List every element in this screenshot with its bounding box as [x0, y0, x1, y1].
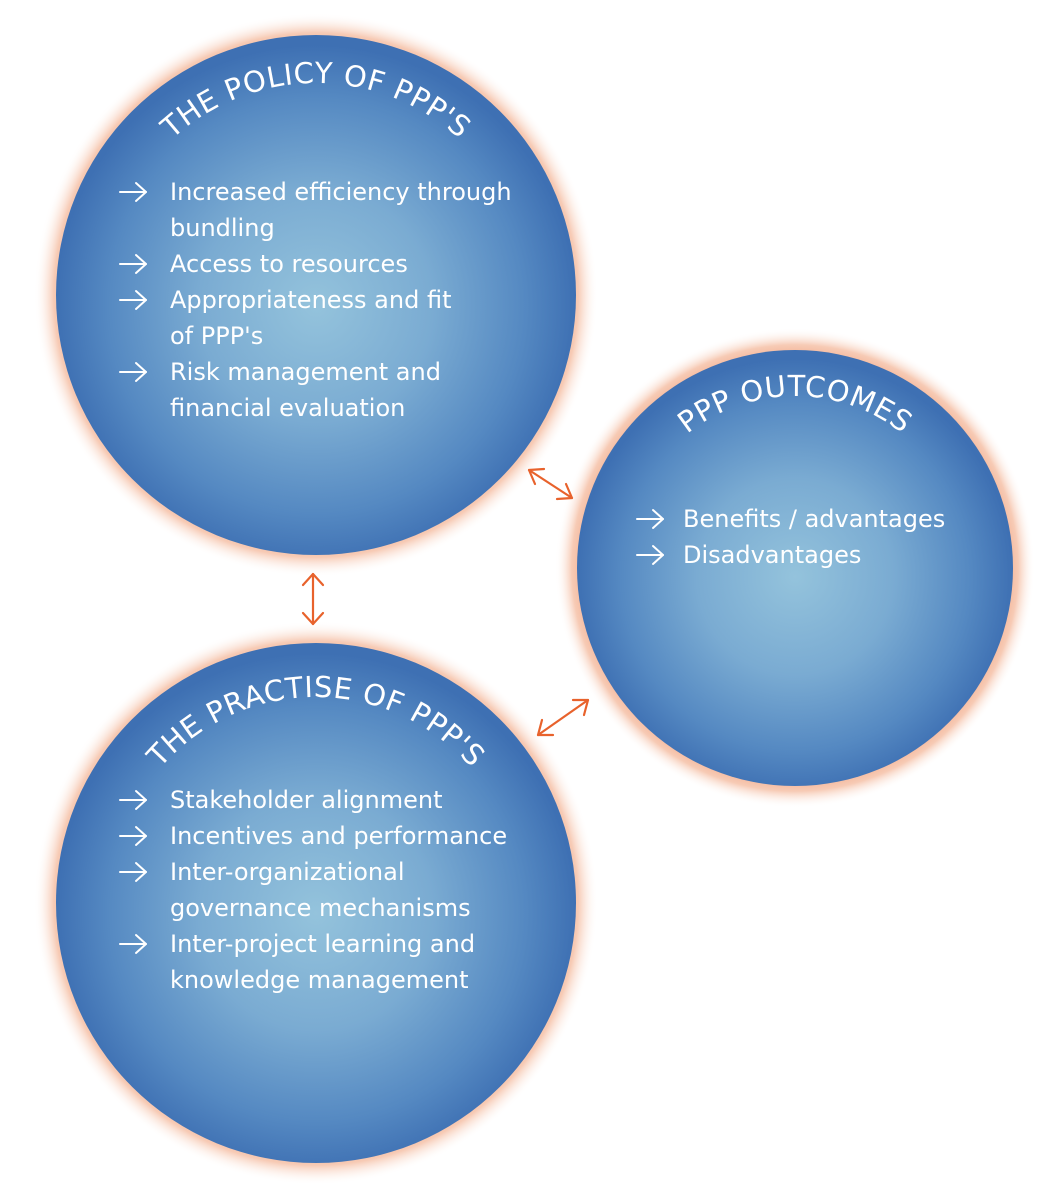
- practise-item-text: Inter-organizational: [170, 858, 405, 886]
- practise-item-text: Stakeholder alignment: [170, 786, 442, 814]
- right-arrow-icon: [636, 509, 664, 529]
- outcomes-list-item: Benefits / advantages: [636, 505, 945, 533]
- practise-disk: [56, 643, 576, 1163]
- practise-item-text: Inter-project learning and: [170, 930, 475, 958]
- right-arrow-icon: [119, 790, 147, 810]
- right-arrow-icon: [119, 862, 147, 882]
- policy-practise-connector-icon: [301, 572, 325, 626]
- policy-item-text: Access to resources: [170, 250, 408, 278]
- practise-list-item: Inter-organizational governance mechanism…: [119, 858, 471, 922]
- policy-list-item: Increased efficiency through bundling: [119, 178, 512, 242]
- policy-list-item: Access to resources: [119, 250, 408, 278]
- right-arrow-icon: [119, 934, 147, 954]
- policy-list-item: Appropriateness and fit of PPP's: [119, 286, 451, 350]
- right-arrow-icon: [119, 290, 147, 310]
- policy-item-text: Increased efficiency through: [170, 178, 512, 206]
- right-arrow-icon: [119, 182, 147, 202]
- practise-item-text: governance mechanisms: [170, 894, 471, 922]
- policy-item-text: Risk management and: [170, 358, 441, 386]
- right-arrow-icon: [119, 826, 147, 846]
- outcomes-list-item: Disadvantages: [636, 541, 861, 569]
- practise-list-item: Stakeholder alignment: [119, 786, 442, 814]
- practise-item-text: knowledge management: [170, 966, 469, 994]
- policy-item-text: financial evaluation: [170, 394, 405, 422]
- practise-item-text: Incentives and performance: [170, 822, 507, 850]
- policy-item-text: Appropriateness and fit: [170, 286, 451, 314]
- policy-disk: [56, 35, 576, 555]
- outcomes-disk: [577, 350, 1013, 786]
- policy-outcomes-connector-icon: [527, 467, 574, 501]
- policy-item-text: of PPP's: [170, 322, 263, 350]
- practise-outcomes-connector-icon: [536, 698, 590, 737]
- outcomes-item-text: Benefits / advantages: [683, 505, 945, 533]
- right-arrow-icon: [119, 362, 147, 382]
- right-arrow-icon: [636, 545, 664, 565]
- right-arrow-icon: [119, 254, 147, 274]
- policy-item-text: bundling: [170, 214, 275, 242]
- practise-list-item: Inter-project learning and knowledge mana…: [119, 930, 475, 994]
- practise-list-item: Incentives and performance: [119, 822, 507, 850]
- outcomes-item-text: Disadvantages: [683, 541, 861, 569]
- policy-list-item: Risk management and financial evaluation: [119, 358, 441, 422]
